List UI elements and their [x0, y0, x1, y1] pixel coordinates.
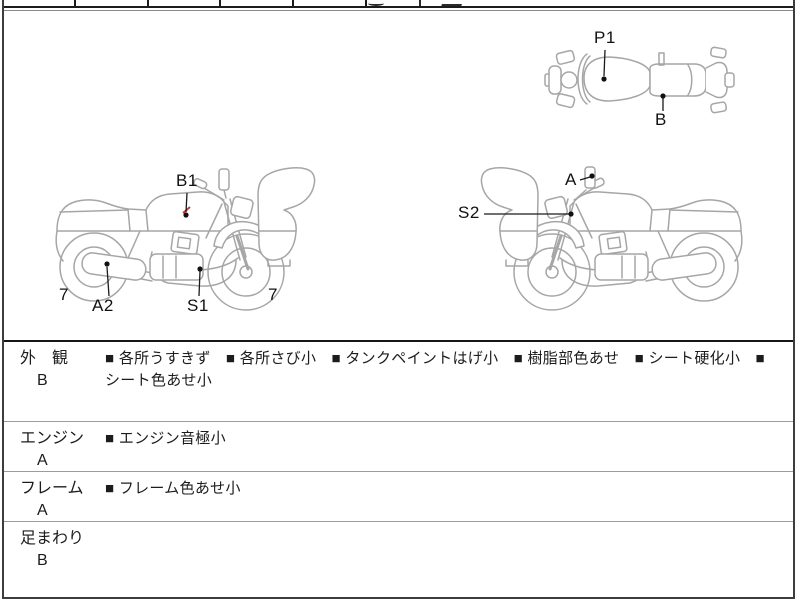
clipped-text-fragment: [368, 1, 384, 6]
pointer-dots: [104, 76, 666, 272]
category-cell: 外 観 B: [4, 342, 102, 421]
notes-cell: ■ フレーム色あせ小: [105, 480, 241, 497]
header-cell-divider: [74, 0, 76, 6]
notes-cell: [102, 522, 793, 591]
table-row-exterior: 外 観 B ■ 各所うすきず ■ 各所さび小 ■ タンクペイントはげ小 ■ 樹脂…: [4, 342, 793, 421]
category-label: エンジン: [20, 430, 85, 447]
category-cell: フレーム A: [4, 472, 102, 521]
clipped-text-fragment: [419, 0, 421, 6]
clipped-header-row: [4, 0, 793, 8]
header-cell-divider: [365, 0, 367, 6]
category-label: フレーム: [20, 480, 84, 497]
label-p1: P1: [594, 28, 616, 47]
right-side-view-drawing: [480, 166, 743, 311]
pointer-lines: [106, 49, 664, 297]
grade-value: A: [37, 452, 48, 469]
header-cell-divider: [219, 0, 221, 6]
top-view-drawing: [544, 46, 735, 114]
label-a2: A2: [92, 296, 114, 315]
notes-cell: ■ エンジン音極小: [105, 430, 226, 447]
header-cell-divider: [147, 0, 149, 6]
grade-value: A: [37, 502, 48, 519]
diagram-area: P1 B B1 A2 S1 7 7 S2 A: [4, 11, 793, 340]
label-b1: B1: [176, 171, 198, 190]
clipped-text-fragment: [441, 2, 463, 6]
section-divider: [4, 10, 793, 11]
label-seven-left: 7: [59, 285, 69, 304]
condition-table: 外 観 B ■ 各所うすきず ■ 各所さび小 ■ タンクペイントはげ小 ■ 樹脂…: [4, 340, 793, 591]
label-b: B: [655, 110, 667, 129]
label-s2: S2: [458, 203, 480, 222]
category-cell: エンジン A: [4, 422, 102, 471]
table-row-frame: フレーム A ■ フレーム色あせ小: [4, 471, 793, 521]
header-cell-divider: [292, 0, 294, 6]
label-s1: S1: [187, 296, 209, 315]
motorcycle-line-art: [55, 46, 743, 311]
category-label: 外 観: [20, 350, 69, 367]
notes-cell: ■ 各所うすきず ■ 各所さび小 ■ タンクペイントはげ小 ■ 樹脂部色あせ ■…: [105, 350, 765, 389]
grade-value: B: [37, 372, 48, 389]
table-row-engine: エンジン A ■ エンジン音極小: [4, 421, 793, 471]
grade-value: B: [37, 552, 48, 569]
category-cell: 足まわり B: [4, 522, 102, 591]
left-side-view-drawing: [55, 167, 316, 311]
label-seven-right: 7: [268, 285, 278, 304]
category-label: 足まわり: [20, 530, 85, 547]
label-a: A: [565, 170, 577, 189]
table-row-undercarriage: 足まわり B: [4, 521, 793, 591]
